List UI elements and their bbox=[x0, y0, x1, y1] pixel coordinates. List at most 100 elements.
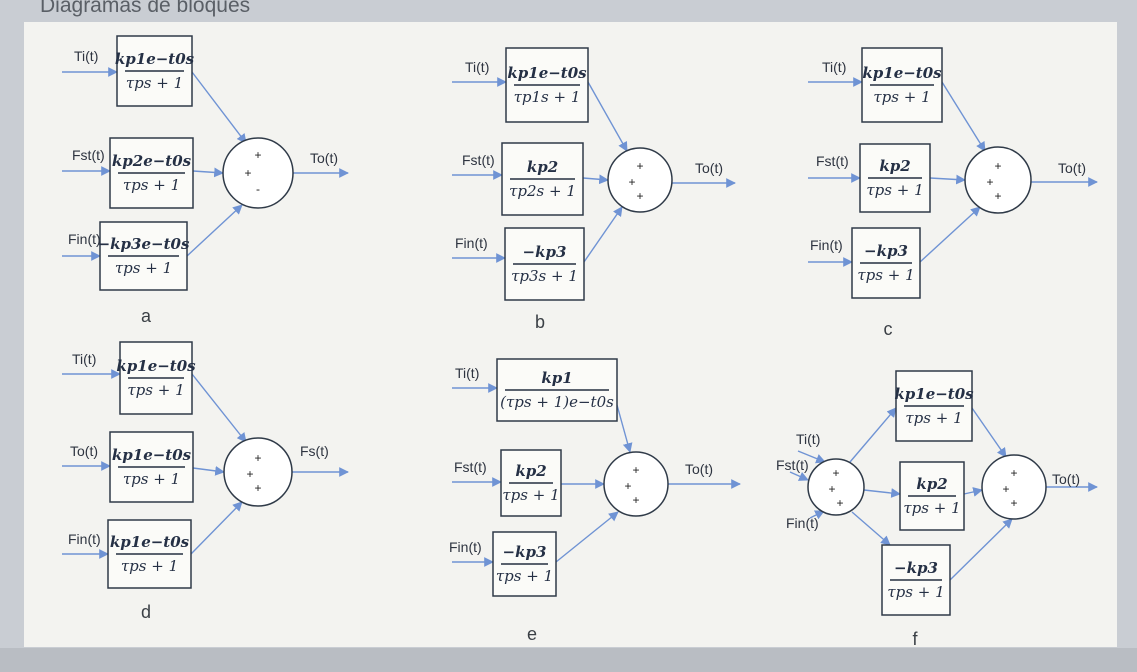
label-e-ti: Ti(t) bbox=[455, 365, 479, 381]
block-c2-numerator: kp2 bbox=[879, 157, 910, 175]
wire-d-b2 bbox=[192, 466, 225, 476]
block-e1: kp1(τps + 1)e−t0s bbox=[496, 358, 618, 422]
label-a-to: To(t) bbox=[310, 150, 338, 166]
block-d2-denominator: τps + 1 bbox=[123, 470, 180, 488]
block-b1: kp1e−t0s τp1s + 1 bbox=[505, 47, 589, 123]
label-b-ti: Ti(t) bbox=[465, 59, 489, 75]
sum-c-sign-3: + bbox=[994, 189, 1001, 203]
block-a2-numerator: kp2e−t0s bbox=[112, 152, 192, 170]
label-b-to: To(t) bbox=[695, 160, 723, 176]
page-title: Diagramas de bloques bbox=[40, 0, 251, 17]
wire-c-b3 bbox=[919, 206, 981, 263]
block-a3: −kp3e−t0s τps + 1 bbox=[98, 221, 190, 291]
sum-e-circle bbox=[603, 451, 669, 517]
block-c2-denominator: τps + 1 bbox=[866, 181, 923, 199]
block-a2-denominator: τps + 1 bbox=[123, 176, 180, 194]
block-a3-denominator: τps + 1 bbox=[115, 259, 172, 277]
block-c3-denominator: τps + 1 bbox=[857, 266, 914, 284]
sum-a: ++- bbox=[222, 137, 294, 209]
sum-e-sign-2: + bbox=[624, 479, 631, 493]
sum-c: +++ bbox=[964, 146, 1032, 214]
block-e1-denominator: (τps + 1)e−t0s bbox=[500, 393, 614, 411]
wire-a-b1 bbox=[191, 71, 247, 144]
wire-f-fst bbox=[789, 471, 809, 481]
label-f-ti: Ti(t) bbox=[796, 431, 820, 447]
block-a1-denominator: τps + 1 bbox=[126, 74, 183, 92]
block-d1-numerator: kp1e−t0s bbox=[116, 357, 196, 375]
sum-b-circle bbox=[607, 147, 673, 213]
block-c1-numerator: kp1e−t0s bbox=[862, 64, 942, 82]
sum-f1: +++ bbox=[807, 458, 865, 516]
label-c-fst: Fst(t) bbox=[816, 153, 849, 169]
label-a-fst: Fst(t) bbox=[72, 147, 105, 163]
sum-a-sign-1: + bbox=[254, 148, 261, 162]
wire-f-b1 bbox=[971, 407, 1007, 458]
wire-c-b2 bbox=[929, 174, 966, 185]
label-panel-f: f bbox=[912, 629, 918, 647]
sum-b-sign-2: + bbox=[628, 175, 635, 189]
wire-f-b2 bbox=[963, 487, 983, 497]
label-f-fin: Fin(t) bbox=[786, 515, 819, 531]
label-f-to: To(t) bbox=[1052, 471, 1080, 487]
sum-e-sign-3: + bbox=[632, 493, 639, 507]
block-d3-denominator: τps + 1 bbox=[121, 557, 178, 575]
sum-f2-sign-3: + bbox=[1010, 496, 1017, 510]
wire-c-b1 bbox=[941, 81, 986, 152]
sum-a-circle bbox=[222, 137, 294, 209]
block-f3-denominator: τps + 1 bbox=[887, 583, 944, 601]
wire-f-s1-b3 bbox=[851, 511, 891, 546]
label-e-fin: Fin(t) bbox=[449, 539, 482, 555]
label-c-ti: Ti(t) bbox=[822, 59, 846, 75]
block-f3: −kp3 τps + 1 bbox=[881, 544, 951, 616]
sum-b: +++ bbox=[607, 147, 673, 213]
sum-c-sign-2: + bbox=[986, 175, 993, 189]
sum-f2-sign-2: + bbox=[1002, 482, 1009, 496]
block-b1-numerator: kp1e−t0s bbox=[507, 64, 587, 82]
wire-a-b3 bbox=[186, 204, 243, 257]
label-f-fst: Fst(t) bbox=[776, 457, 809, 473]
label-b-fst: Fst(t) bbox=[462, 152, 495, 168]
block-b2-denominator: τp2s + 1 bbox=[509, 182, 576, 200]
block-a3-numerator: −kp3e−t0s bbox=[98, 235, 190, 253]
block-f2-numerator: kp2 bbox=[916, 475, 947, 493]
label-c-to: To(t) bbox=[1058, 160, 1086, 176]
wire-a-b2 bbox=[192, 167, 224, 178]
block-a2: kp2e−t0s τps + 1 bbox=[109, 137, 194, 209]
sum-f2-circle bbox=[981, 454, 1047, 520]
block-c1-denominator: τps + 1 bbox=[873, 88, 930, 106]
sum-e-sign-1: + bbox=[632, 463, 639, 477]
block-f1-numerator: kp1e−t0s bbox=[894, 385, 974, 403]
block-f3-numerator: −kp3 bbox=[894, 559, 938, 577]
label-d-to: To(t) bbox=[70, 443, 98, 459]
wire-f-ti bbox=[797, 450, 826, 464]
label-d-fs: Fs(t) bbox=[300, 443, 329, 459]
block-b1-denominator: τp1s + 1 bbox=[514, 88, 581, 106]
block-b3-denominator: τp3s + 1 bbox=[511, 267, 578, 285]
block-e2-denominator: τps + 1 bbox=[502, 486, 559, 504]
block-f2: kp2 τps + 1 bbox=[899, 461, 965, 531]
sum-c-circle bbox=[964, 146, 1032, 214]
sum-d-sign-3: + bbox=[254, 481, 261, 495]
wire-f-s1-b1 bbox=[849, 407, 897, 463]
block-c2: kp2 τps + 1 bbox=[859, 143, 931, 213]
sum-e: +++ bbox=[603, 451, 669, 517]
label-e-to: To(t) bbox=[685, 461, 713, 477]
wire-f-fin bbox=[809, 510, 825, 520]
block-d3-numerator: kp1e−t0s bbox=[110, 533, 190, 551]
label-panel-d: d bbox=[141, 602, 151, 622]
bottom-bar bbox=[0, 648, 1137, 672]
sum-d: +++ bbox=[223, 437, 293, 507]
block-e3-numerator: −kp3 bbox=[503, 543, 547, 561]
label-d-ti: Ti(t) bbox=[72, 351, 96, 367]
wire-d-b3 bbox=[190, 501, 243, 555]
sum-f2: +++ bbox=[981, 454, 1047, 520]
label-d-fin: Fin(t) bbox=[68, 531, 101, 547]
block-f2-denominator: τps + 1 bbox=[903, 499, 960, 517]
